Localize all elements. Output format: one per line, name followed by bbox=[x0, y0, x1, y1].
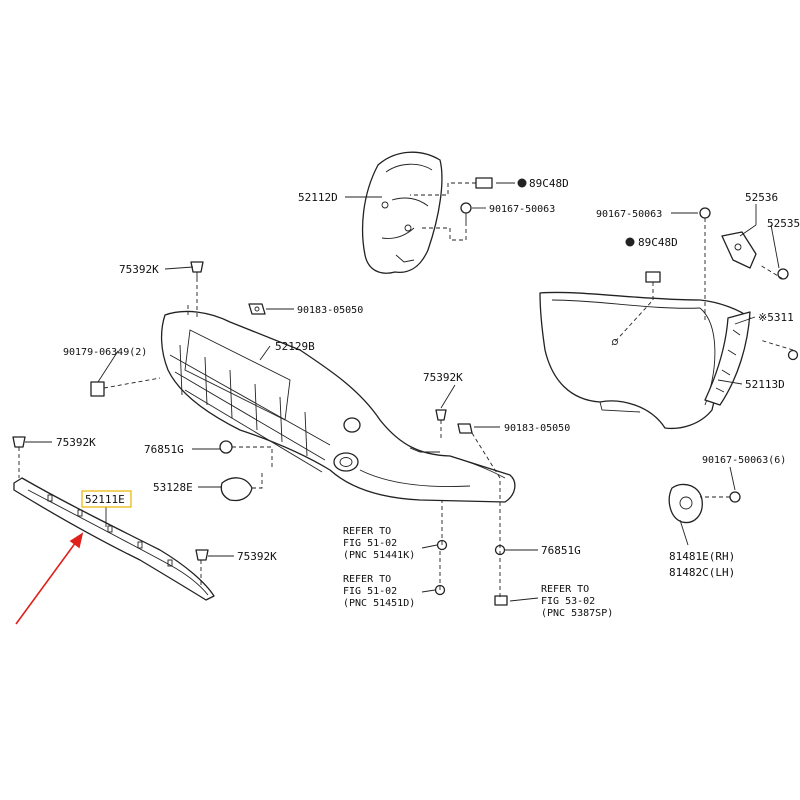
label-5311: ※5311 bbox=[758, 311, 794, 324]
label-75392k-top: 75392K bbox=[119, 263, 159, 276]
label-81481e: 81481E(RH) bbox=[669, 550, 735, 563]
label-52129b: 52129B bbox=[275, 340, 315, 353]
ref1-line1: REFER TO bbox=[343, 526, 391, 537]
ref3-line3: (PNC 5387SP) bbox=[541, 608, 613, 619]
ref1-line3: (PNC 51441K) bbox=[343, 550, 415, 561]
ref3-line2: FIG 53-02 bbox=[541, 596, 595, 607]
label-75392k-left: 75392K bbox=[56, 436, 96, 449]
label-75392k-bottom: 75392K bbox=[237, 550, 277, 563]
assembly-lines bbox=[18, 182, 794, 600]
fastener-89c48d-mid bbox=[625, 237, 661, 283]
bumper-cover-right bbox=[539, 291, 751, 430]
fender-strip-right bbox=[704, 311, 751, 406]
grommet-90179 bbox=[90, 381, 105, 397]
fastener-89c48d-top bbox=[475, 177, 527, 189]
front-bumper-cover bbox=[160, 310, 516, 503]
pointer-arrow bbox=[15, 532, 84, 625]
bolt-90167-right bbox=[699, 207, 711, 219]
clip-75392k-bottom bbox=[195, 549, 209, 561]
label-52112d: 52112D bbox=[298, 191, 338, 204]
bracket-52536 bbox=[721, 231, 789, 280]
label-76851g-left: 76851G bbox=[144, 443, 184, 456]
reference-note-3: REFER TO FIG 53-02 (PNC 5387SP) bbox=[541, 584, 613, 619]
fender-liner-left bbox=[361, 151, 443, 274]
label-75392k-mid: 75392K bbox=[423, 371, 463, 384]
ref3-line1: REFER TO bbox=[541, 584, 589, 595]
ref1-line2: FIG 51-02 bbox=[343, 538, 397, 549]
reference-note-1: REFER TO FIG 51-02 (PNC 51441K) bbox=[343, 526, 415, 561]
label-76851g-right: 76851G bbox=[541, 544, 581, 557]
label-90167-top: 90167-50063 bbox=[489, 204, 555, 215]
cap-53128e bbox=[220, 477, 253, 502]
nut-90183-mid bbox=[457, 423, 473, 434]
bolt-90167-6 bbox=[729, 491, 741, 503]
label-90167-right: 90167-50063 bbox=[596, 209, 662, 220]
label-52113d: 52113D bbox=[745, 378, 785, 391]
label-90183-mid: 90183-05050 bbox=[504, 423, 570, 434]
screw-5311 bbox=[787, 349, 799, 361]
fastener-ref3 bbox=[494, 595, 508, 606]
label-52536: 52536 bbox=[745, 191, 778, 204]
label-90179: 90179-06349(2) bbox=[63, 347, 147, 358]
label-52535: 52535 bbox=[767, 217, 800, 230]
clip-75392k-top bbox=[190, 261, 204, 278]
leader-lines bbox=[25, 182, 780, 602]
label-90167-6: 90167-50063(6) bbox=[702, 455, 786, 466]
label-89c48d-top: 89C48D bbox=[529, 177, 569, 190]
ref2-line1: REFER TO bbox=[343, 574, 391, 585]
bolt-90167-top bbox=[460, 202, 472, 222]
bracket-81481e bbox=[668, 483, 703, 524]
ref2-line2: FIG 51-02 bbox=[343, 586, 397, 597]
label-81482c: 81482C(LH) bbox=[669, 566, 735, 579]
clip-75392k-mid bbox=[435, 409, 447, 421]
part-labels: 52112D 89C48D 90167-50063 90167-50063 52… bbox=[56, 177, 800, 579]
label-52111e: 52111E bbox=[85, 493, 125, 506]
clip-76851g-left bbox=[219, 440, 233, 454]
nut-90183-top bbox=[248, 303, 266, 315]
lower-grille-moulding-52111E bbox=[13, 477, 215, 601]
clip-75392k-left bbox=[12, 436, 26, 448]
label-53128e: 53128E bbox=[153, 481, 193, 494]
ref2-line3: (PNC 51451D) bbox=[343, 598, 415, 609]
label-90183-top: 90183-05050 bbox=[297, 305, 363, 316]
highlight-box bbox=[81, 490, 132, 508]
label-89c48d-mid: 89C48D bbox=[638, 236, 678, 249]
reference-note-2: REFER TO FIG 51-02 (PNC 51451D) bbox=[343, 574, 415, 609]
